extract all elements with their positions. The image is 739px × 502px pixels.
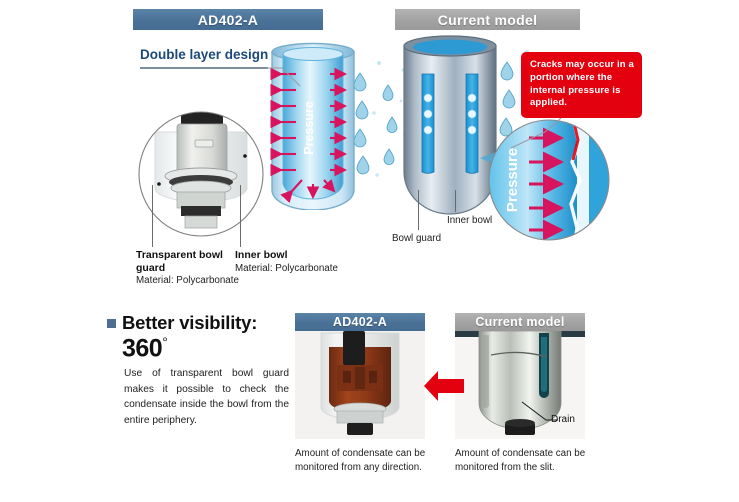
label-transparent-bowl-guard: Transparent bowl guard xyxy=(136,249,223,275)
leader-transparent-bowl-guard xyxy=(152,185,153,247)
degree-symbol: ° xyxy=(162,334,168,350)
leader-bowl-guard-current xyxy=(418,190,419,230)
header-current-model-top: Current model xyxy=(395,9,580,30)
ad402a-bowl-photo-magnifier xyxy=(138,111,264,237)
figure-number: 360 xyxy=(122,334,163,363)
ad402a-double-layer-bowl-diagram: Pressure xyxy=(270,42,355,210)
label-inner-bowl-material: Material: Polycarbonate xyxy=(235,263,338,274)
double-layer-design-underline xyxy=(140,67,268,69)
pressure-label-ad402: Pressure xyxy=(302,101,316,155)
label-transparent-bowl-guard-material: Material: Polycarbonate xyxy=(136,275,239,286)
leader-inner-bowl-current xyxy=(455,190,456,212)
drain-leader-line xyxy=(521,401,558,421)
photo-ad402a-condensate-bowl xyxy=(295,331,425,439)
caption-current-model-bottom: Amount of condensate can be monitored fr… xyxy=(455,448,586,473)
current-model-bowl-diagram xyxy=(403,35,497,215)
crack-warning-callout: Cracks may occur in a portion where the … xyxy=(521,52,642,118)
caption-ad402a-bottom: Amount of condensate can be monitored fr… xyxy=(295,448,426,473)
section-bullet-square xyxy=(107,319,116,328)
label-inner-bowl-ad402: Inner bowl xyxy=(235,249,288,261)
header-ad402-a-top: AD402-A xyxy=(133,9,323,30)
label-inner-bowl-current: Inner bowl xyxy=(447,215,493,226)
crack-warning-callout-tail xyxy=(560,108,574,117)
header-ad402-a-bottom: AD402-A xyxy=(295,313,425,331)
better-visibility-figure: 360° xyxy=(122,334,168,363)
photo-current-model-bowl xyxy=(455,331,585,439)
double-layer-design-leader-line xyxy=(266,67,301,87)
double-layer-design-label: Double layer design xyxy=(140,47,269,62)
comparison-red-arrow xyxy=(424,371,464,401)
label-drain: Drain xyxy=(551,414,575,425)
label-bowl-guard-current: Bowl guard xyxy=(392,233,442,244)
better-visibility-body-text: Use of transparent bowl guard makes it p… xyxy=(124,368,289,426)
leader-inner-bowl xyxy=(240,185,241,247)
better-visibility-title: Better visibility: xyxy=(122,312,258,333)
pressure-label-current: Pressure xyxy=(504,148,521,212)
crack-magnifier-circle: Pressure xyxy=(488,119,610,241)
crack-warning-leader-line xyxy=(510,118,562,149)
header-current-model-bottom: Current model xyxy=(455,313,585,331)
